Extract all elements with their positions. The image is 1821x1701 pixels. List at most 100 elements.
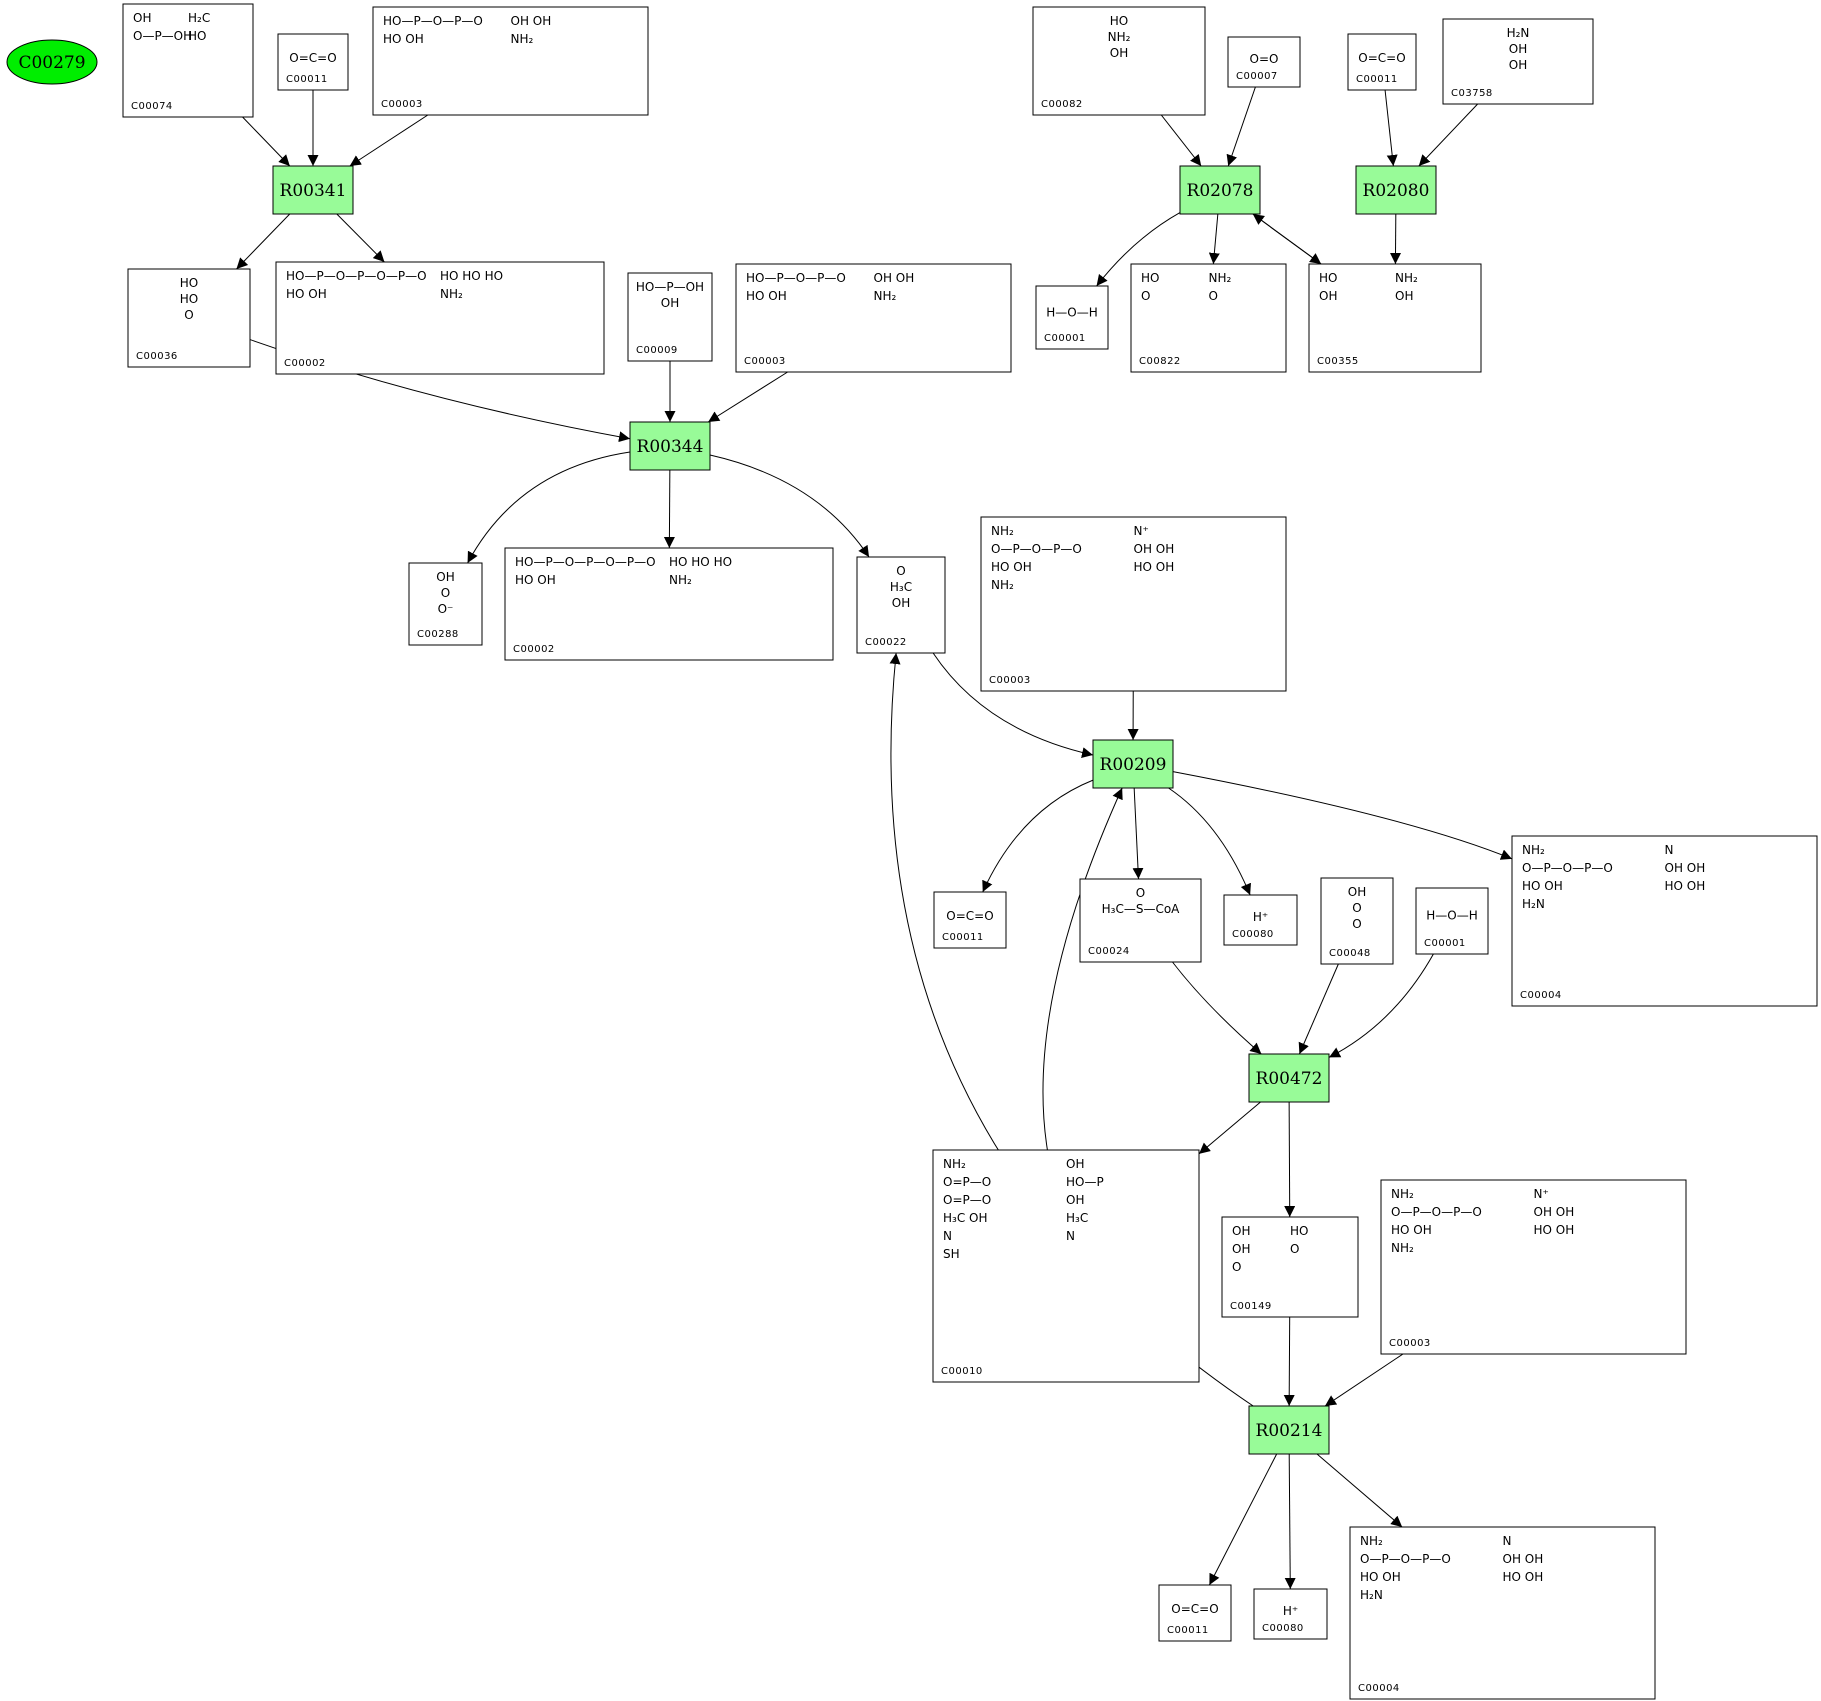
reaction-label: R00472 xyxy=(1256,1069,1323,1089)
compound-box xyxy=(1349,1526,1656,1700)
compound-id-label: C00004 xyxy=(1358,1683,1400,1694)
structure-fragment: HO—P—O—P—O—P—O xyxy=(515,555,656,569)
compound-id-label: C00003 xyxy=(381,99,423,110)
reaction-node-R00472[interactable]: R00472 xyxy=(1248,1053,1330,1103)
structure-fragment: HO xyxy=(1110,14,1128,28)
structure-fragment: HO OH xyxy=(1534,1223,1575,1237)
compound-box xyxy=(1227,36,1301,88)
structure-fragment: N⁺ xyxy=(1534,1187,1549,1201)
structure-fragment: O xyxy=(1352,901,1361,915)
compound-id-label: C00002 xyxy=(284,358,326,369)
pathway-node[interactable]: C00279 xyxy=(6,39,98,85)
structure-fragment: HO xyxy=(180,292,198,306)
structure-fragment: H₃C OH xyxy=(943,1211,988,1225)
reaction-node-R00344[interactable]: R00344 xyxy=(629,421,711,471)
reaction-label: R02080 xyxy=(1363,181,1430,201)
edge-R02078-to-c00001_a xyxy=(1096,212,1181,287)
structure-fragment: O=C=O xyxy=(1358,51,1405,65)
structure-fragment: OH OH xyxy=(1134,542,1175,556)
compound-box xyxy=(1079,878,1202,963)
compound-id-label: C00024 xyxy=(1088,946,1130,957)
compound-box xyxy=(1415,887,1489,955)
compound-id-label: C00074 xyxy=(131,101,173,112)
structure-fragment: OH xyxy=(1232,1242,1250,1256)
reaction-node-R02080[interactable]: R02080 xyxy=(1355,165,1437,215)
structure-fragment: HO xyxy=(1319,271,1337,285)
compound-id-label: C00080 xyxy=(1232,929,1274,940)
structure-fragment: O xyxy=(1232,1260,1241,1274)
structure-fragment: HO—P—OH xyxy=(636,280,704,294)
edge-R00472-to-c00010 xyxy=(1198,1101,1261,1155)
edge-R00344-to-c00288 xyxy=(467,451,631,564)
structure-fragment: O=P—O xyxy=(943,1175,991,1189)
structure-fragment: O xyxy=(896,564,905,578)
reaction-node-R00214[interactable]: R00214 xyxy=(1248,1405,1330,1455)
reaction-node-R02078[interactable]: R02078 xyxy=(1179,165,1261,215)
edges-layer xyxy=(236,86,1513,1590)
structure-fragment: NH₂ xyxy=(1360,1534,1383,1548)
structure-fragment: OH xyxy=(1110,46,1128,60)
edge-c00007-to-R02078 xyxy=(1226,86,1256,167)
structure-fragment: NH₂ xyxy=(1391,1241,1414,1255)
compound-node-C00009[interactable]: HO—P—OH OH C00009 xyxy=(627,272,713,362)
compound-box xyxy=(1442,18,1594,105)
edge-c00010-to-R00209 xyxy=(1042,787,1123,1151)
structure-fragment: NH₂ xyxy=(669,573,692,587)
structure-fragment: HO OH xyxy=(1391,1223,1432,1237)
compound-node-C00080[interactable]: H⁺C00080 xyxy=(1223,894,1298,946)
compound-box xyxy=(1223,894,1298,946)
structure-fragment: O=C=O xyxy=(1171,1602,1218,1616)
reaction-node-R00341[interactable]: R00341 xyxy=(272,165,354,215)
compound-box xyxy=(1320,877,1394,965)
compound-id-label: C00003 xyxy=(1389,1338,1431,1349)
reaction-box xyxy=(1092,739,1174,789)
compound-box xyxy=(1511,835,1818,1007)
structure-fragment: OH xyxy=(1066,1193,1084,1207)
compound-id-label: C00009 xyxy=(636,345,678,356)
compound-box xyxy=(127,268,251,368)
structure-fragment: H₂C xyxy=(188,11,210,25)
structure-fragment: HO—P—O—P—O—P—O xyxy=(286,269,427,283)
structure-fragment: H₃C xyxy=(1066,1211,1088,1225)
structure-fragment: O xyxy=(1136,886,1145,900)
structure-fragment: O—P—OH xyxy=(133,29,192,43)
compound-box xyxy=(980,516,1287,692)
structure-fragment: NH₂ xyxy=(1108,30,1131,44)
edge-R00472-to-c00149 xyxy=(1284,1101,1296,1218)
edge-R00214-to-c00004_b xyxy=(1316,1453,1403,1528)
reaction-label: R00214 xyxy=(1256,1421,1323,1441)
compound-node-C00080[interactable]: H⁺C00080 xyxy=(1253,1588,1328,1640)
compound-id-label: C00002 xyxy=(513,644,555,655)
structure-fragment: OH xyxy=(661,296,679,310)
reaction-node-R00209[interactable]: R00209 xyxy=(1092,739,1174,789)
structure-fragment: OH xyxy=(1509,58,1527,72)
